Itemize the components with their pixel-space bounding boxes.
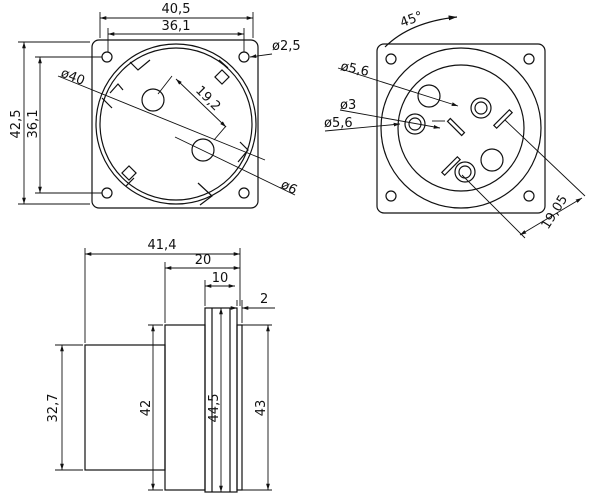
dim-hole-spacing-y: 36,1	[26, 110, 41, 139]
dim-pin-spacing: 19,05	[539, 193, 571, 233]
dim-pin-dia: ø3	[340, 98, 356, 113]
dim-plate-height: 44,5	[207, 394, 222, 423]
rear-view: 45° ø5,6 ø3 ø5,6 19,05	[324, 9, 586, 239]
dim-ring-depth: 2	[260, 292, 268, 307]
dim-pin-dia: ø6	[278, 177, 299, 198]
dim-angle: 45°	[398, 9, 425, 31]
dim-body-height: 32,7	[46, 394, 61, 423]
dim-hole-dia: ø5,6	[339, 59, 370, 80]
dim-total-depth: 41,4	[148, 238, 177, 253]
dim-ring-height: 43	[254, 400, 269, 417]
dim-mount-hole: ø2,5	[272, 39, 301, 54]
dim-width: 40,5	[162, 2, 191, 17]
dim-flange-height: 42	[139, 400, 154, 417]
dim-flange-depth: 20	[195, 253, 212, 268]
dim-ring-dia: ø5,6	[324, 116, 353, 131]
dim-plate-depth: 10	[212, 271, 229, 286]
dim-hole-spacing-x: 36,1	[162, 19, 191, 34]
dim-body-dia: ø40	[59, 66, 87, 89]
dim-height: 42,5	[9, 110, 24, 139]
front-view: 40,5 36,1 ø2,5 42,5 36,1 ø40 19,2 ø6	[9, 2, 301, 209]
side-view: 41,4 20 10 2 32,7 42 44,5 43	[46, 238, 275, 493]
